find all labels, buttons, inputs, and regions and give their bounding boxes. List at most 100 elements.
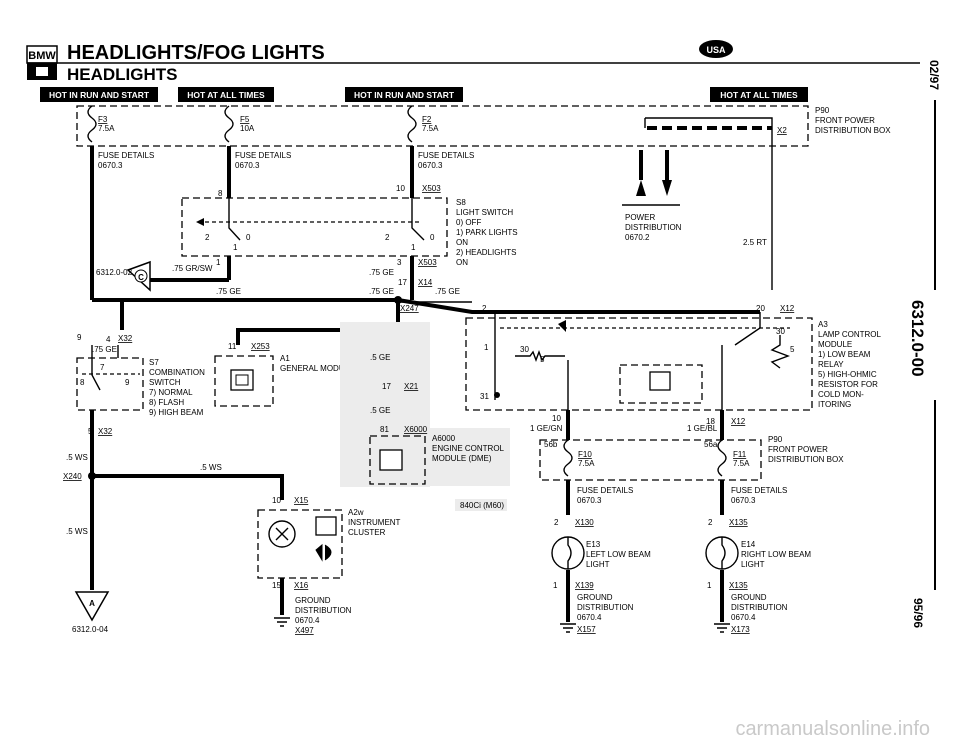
light-switch-line-5: 2) HEADLIGHTS [456,248,516,257]
s7-pin-7: 7 [100,363,105,372]
revision-date-top: 02/97 [927,60,941,90]
dme-line-1: ENGINE CONTROL [432,444,505,453]
connector-x173: X173 [731,625,750,634]
wire-ge-3: .75 GE [216,287,241,296]
fuse-details-2a: FUSE DETAILS [235,151,291,160]
a3-pin-30a: 30 [520,345,529,354]
a1-name: GENERAL MODULE [280,364,354,373]
combination-switch: 9 4 X32 .75 GE 7 8 9 S7 COMBINATION SWIT… [63,333,284,634]
fuse-f3-rating: 7.5A [98,124,115,133]
a2w-ref: A2w [348,508,364,517]
s7-pin-4: 4 [106,335,111,344]
to-x32 [92,298,124,330]
s7-line-5: 9) HIGH BEAM [149,408,204,417]
light-switch-s8: 8 10 X503 2 0 1 2 0 1 1 3 X503 17 X14 S8… [181,184,518,300]
engine-control-module: .5 GE 17 X21 .5 GE 81 X6000 A6000 ENGINE… [340,322,510,511]
lamp-cross [275,527,289,541]
s7-pin-5: 5 [88,427,93,436]
connector-x497: X497 [295,626,314,635]
s8-pin-10: 10 [396,184,405,193]
bottom-fuse-box: 56b 56a F10 7.5A F11 7.5A P90 FRONT POWE… [539,435,844,515]
fuse-f10-id: F10 [578,450,592,459]
e13-line-2: LIGHT [586,560,610,569]
wire-ws-2: .5 WS [200,463,222,472]
s8-pin-1a: 1 [233,243,238,252]
top-fuse-box: F3 7.5A F5 10A F2 7.5A P90 FRONT POWER D… [76,105,891,290]
power-dist-line-2: DISTRIBUTION [625,223,682,232]
dme-pin-17: 17 [382,382,391,391]
light-switch-outline [181,197,448,257]
connector-x32-bottom: X32 [98,427,113,436]
side-strip: 02/97 6312.0-00 95/96 [908,60,941,628]
ground-2-line-1: GROUND [577,593,613,602]
wire-5ge-1: .5 GE [370,353,390,362]
series-8-icon [36,67,48,76]
wire-ws-1: .5 WS [66,453,88,462]
a3-internals [567,335,790,410]
a3-pin-5b: 5 [790,345,795,354]
fuse-box-outline [76,105,809,147]
section-code: 6312.0-00 [908,300,927,377]
top-fuse-details: FUSE DETAILS 0670.3 FUSE DETAILS 0670.3 … [90,146,474,300]
wire-ge-bl: 1 GE/BL [687,424,718,433]
left-filament [567,537,572,569]
ground-3-line-3: 0670.4 [731,613,756,622]
a3-pin-2: 2 [482,304,487,313]
s7-line-2: SWITCH [149,378,181,387]
fuse-f5-id: F5 [240,115,250,124]
a3-resistor-icon [515,350,565,362]
wire-5ge-2: .5 GE [370,406,390,415]
s8-pin-3: 3 [397,258,402,267]
a3-pin-10: 10 [552,414,561,423]
ground-1-line-1: GROUND [295,596,331,605]
arrow-down-icon [662,180,672,196]
light-switch-ref: S8 [456,198,466,207]
lamp-control-module: 2 20 X12 1 30 30 5 5 31 A3 LAMP CONTROL … [465,304,882,440]
header: BMW HEADLIGHTS/FOG LIGHTS HEADLIGHTS USA [26,40,920,84]
e14-line-2: LIGHT [741,560,765,569]
ref-a-arrow-icon [74,591,110,622]
fuse-f10-symbol [563,439,573,477]
ref-a-marker: A [89,599,95,608]
banner-3 [345,87,463,102]
a3-pin20-contact [734,312,761,346]
dme-note-bg [455,499,507,511]
e13-line-1: LEFT LOW BEAM [586,550,651,559]
e14-ref: E14 [741,540,756,549]
brand-logo: BMW [28,50,56,62]
connector-x15: X15 [294,496,309,505]
power-dist-line-1: POWER [625,213,655,222]
dme-note: 840Ci (M60) [460,501,504,510]
s7-line-4: 8) FLASH [149,398,184,407]
dme-line-2: MODULE (DME) [432,454,492,463]
banner-3-text: HOT IN RUN AND START [354,90,455,100]
connector-x32-top: X32 [118,334,133,343]
s8-pin-0b: 0 [430,233,435,242]
right-filament [721,537,726,569]
fuse-box-ref: P90 [815,106,830,115]
ground-1-line-2: DISTRIBUTION [295,606,352,615]
bottom-fuse-box-name-1: FRONT POWER [768,445,828,454]
a3-line-2: MODULE [818,340,852,349]
banner-1 [40,87,158,102]
wire-ge-gn: 1 GE/GN [530,424,563,433]
revision-date-bottom: 95/96 [911,598,925,628]
switch-contact-right [411,198,425,241]
fuse-details-4b: 0670.3 [577,496,602,505]
light-switch-line-4: ON [456,238,468,247]
s8-pin-1-out: 1 [216,258,221,267]
switch-contact-left [228,198,241,241]
fuse-f10-rating: 7.5A [578,459,595,468]
fuse-f11-id: F11 [733,450,747,459]
fuse-f5-symbol [224,105,234,143]
watermark: carmanualsonline.info [735,718,930,740]
a3-ref: A3 [818,320,828,329]
banner-4 [710,87,808,102]
e13-pin-2: 2 [554,518,559,527]
s7-line-1: COMBINATION [149,368,205,377]
dme-shaded-area-2 [430,428,510,486]
ground-symbol-2-icon [560,623,576,633]
park-wire: C 6312.0-02 .75 GR/SW [96,260,229,292]
a3-line-6: RESISTOR FOR [818,380,878,389]
